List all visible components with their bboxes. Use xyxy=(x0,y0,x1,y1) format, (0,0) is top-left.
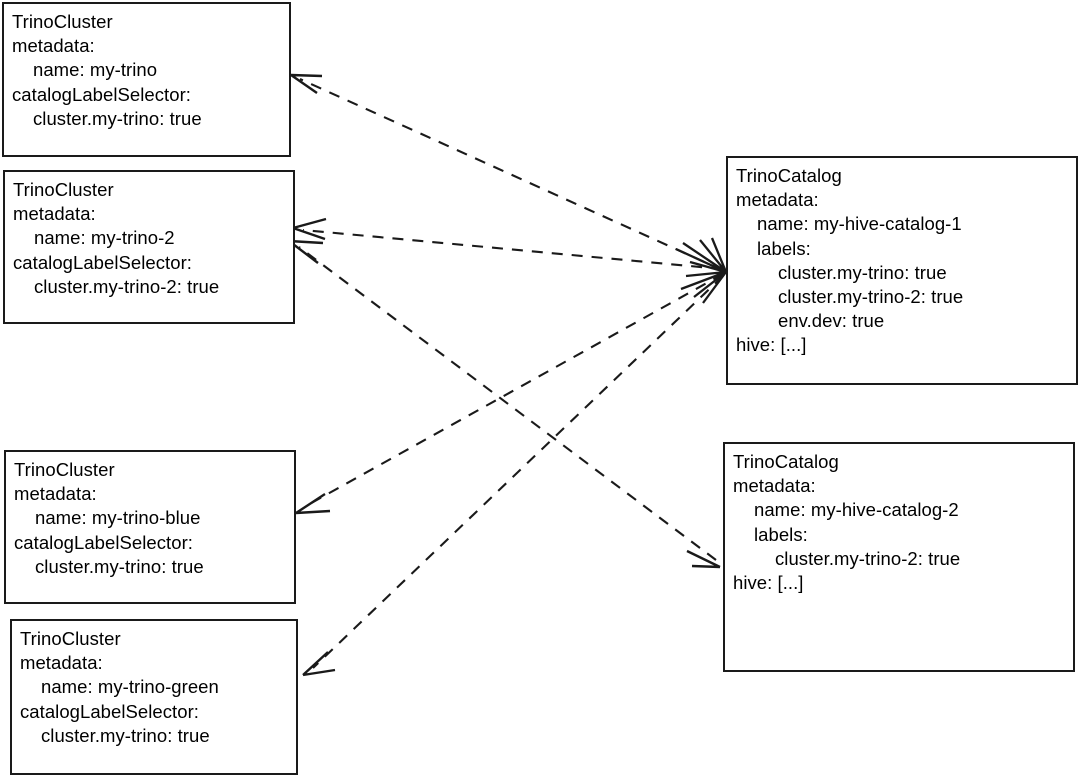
node-line-selector-entry: cluster.my-trino-2: true xyxy=(34,275,220,297)
node-trinocluster-my-trino[interactable]: TrinoCluster metadata: name: my-trino ca… xyxy=(2,2,291,157)
node-line-name: name: my-trino-green xyxy=(41,676,219,698)
node-line-catalog-label-selector: catalogLabelSelector: xyxy=(13,251,192,273)
edge-catalog1-to-my-trino-2 xyxy=(292,217,723,271)
edge-catalog1-to-my-trino xyxy=(290,73,723,271)
node-trinocatalog-my-hive-catalog-2[interactable]: TrinoCatalog metadata: name: my-hive-cat… xyxy=(723,442,1075,672)
node-trinocluster-my-trino-blue[interactable]: TrinoCluster metadata: name: my-trino-bl… xyxy=(4,450,296,604)
node-line-catalog-label-selector: catalogLabelSelector: xyxy=(12,83,191,105)
node-line-metadata: metadata: xyxy=(13,203,96,225)
node-trinocluster-my-trino-2[interactable]: TrinoCluster metadata: name: my-trino-2 … xyxy=(3,170,295,324)
node-line-catalog-label-selector: catalogLabelSelector: xyxy=(14,531,193,553)
node-line-label-entry: env.dev: true xyxy=(778,310,885,332)
edge-catalog2-to-my-trino-2 xyxy=(288,239,717,561)
node-line-kind: TrinoCluster xyxy=(20,628,121,649)
node-line-kind: TrinoCluster xyxy=(14,459,115,480)
edge-catalog1-to-my-trino-green xyxy=(302,275,724,677)
node-line-label-entry: cluster.my-trino: true xyxy=(778,261,947,283)
node-line-labels: labels: xyxy=(757,237,811,259)
node-line-kind: TrinoCluster xyxy=(12,11,113,32)
node-line-metadata: metadata: xyxy=(12,35,95,57)
node-line-label-entry: cluster.my-trino-2: true xyxy=(778,286,964,308)
node-line-selector-entry: cluster.my-trino: true xyxy=(35,555,204,577)
node-line-selector-entry: cluster.my-trino: true xyxy=(33,107,202,129)
node-line-label-entry: cluster.my-trino-2: true xyxy=(775,547,961,569)
node-line-name: name: my-trino xyxy=(33,59,158,81)
node-line-kind: TrinoCluster xyxy=(13,179,114,200)
arrowhead-cluster-catalog-1 xyxy=(675,237,728,304)
node-line-name: name: my-hive-catalog-1 xyxy=(757,213,962,235)
node-line-name: name: my-trino-2 xyxy=(34,227,175,249)
node-trinocluster-my-trino-green[interactable]: TrinoCluster metadata: name: my-trino-gr… xyxy=(10,619,298,775)
node-line-hive: hive: [...] xyxy=(733,572,804,594)
node-line-name: name: my-hive-catalog-2 xyxy=(754,499,959,521)
node-line-catalog-label-selector: catalogLabelSelector: xyxy=(20,700,199,722)
node-line-metadata: metadata: xyxy=(20,652,103,674)
node-line-selector-entry: cluster.my-trino: true xyxy=(41,724,210,746)
edge-catalog1-to-my-trino-blue xyxy=(295,273,724,515)
node-line-kind: TrinoCatalog xyxy=(736,165,842,186)
node-trinocatalog-my-hive-catalog-1[interactable]: TrinoCatalog metadata: name: my-hive-cat… xyxy=(726,156,1078,385)
node-line-metadata: metadata: xyxy=(14,483,97,505)
node-line-hive: hive: [...] xyxy=(736,334,807,356)
node-line-name: name: my-trino-blue xyxy=(35,507,201,529)
node-line-metadata: metadata: xyxy=(733,475,816,497)
arrowhead-into-catalog-2 xyxy=(686,549,721,569)
node-line-labels: labels: xyxy=(754,523,808,545)
node-line-metadata: metadata: xyxy=(736,189,819,211)
node-line-kind: TrinoCatalog xyxy=(733,451,839,472)
